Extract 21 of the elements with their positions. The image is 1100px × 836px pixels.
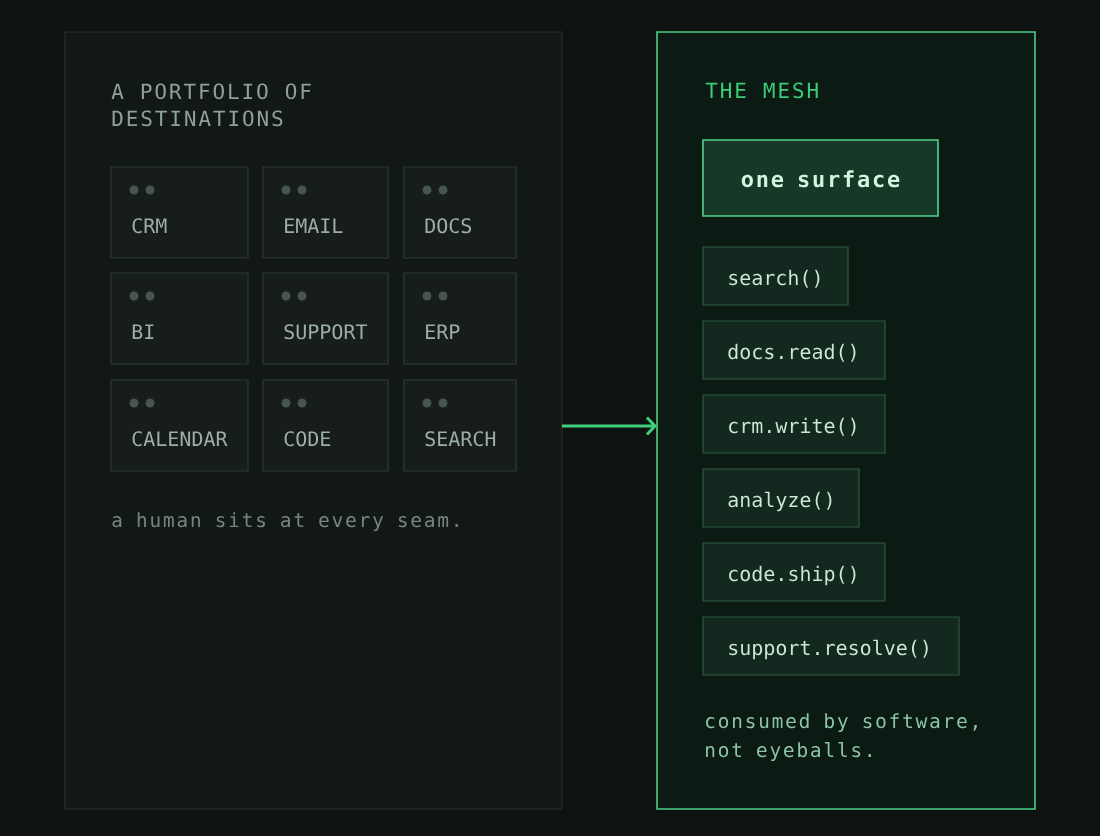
tile: ERP (403, 272, 517, 365)
tile: BI (110, 272, 249, 365)
surface-box: one surface (702, 139, 939, 217)
body-text: consumed by software, not eyeballs. (706, 713, 977, 762)
function-box: crm.write() (702, 394, 886, 454)
tile: SUPPORT (262, 272, 389, 365)
heading: THE MESH (705, 82, 818, 99)
body-text: a human sits at every seam. (112, 512, 458, 532)
tile: DOCS (403, 166, 517, 259)
tile: CODE (262, 379, 389, 472)
function-box: docs.read() (702, 320, 886, 380)
function-box: search() (702, 246, 849, 306)
tile: CRM (110, 166, 249, 259)
heading: A PORTFOLIO OF DESTINATIONS (111, 83, 311, 127)
tile: SEARCH (403, 379, 517, 472)
function-box: support.resolve() (702, 616, 960, 676)
function-box: code.ship() (702, 542, 886, 602)
tile: CALENDAR (110, 379, 249, 472)
tile: EMAIL (262, 166, 389, 259)
function-box: analyze() (702, 468, 860, 528)
arrow (562, 416, 657, 436)
